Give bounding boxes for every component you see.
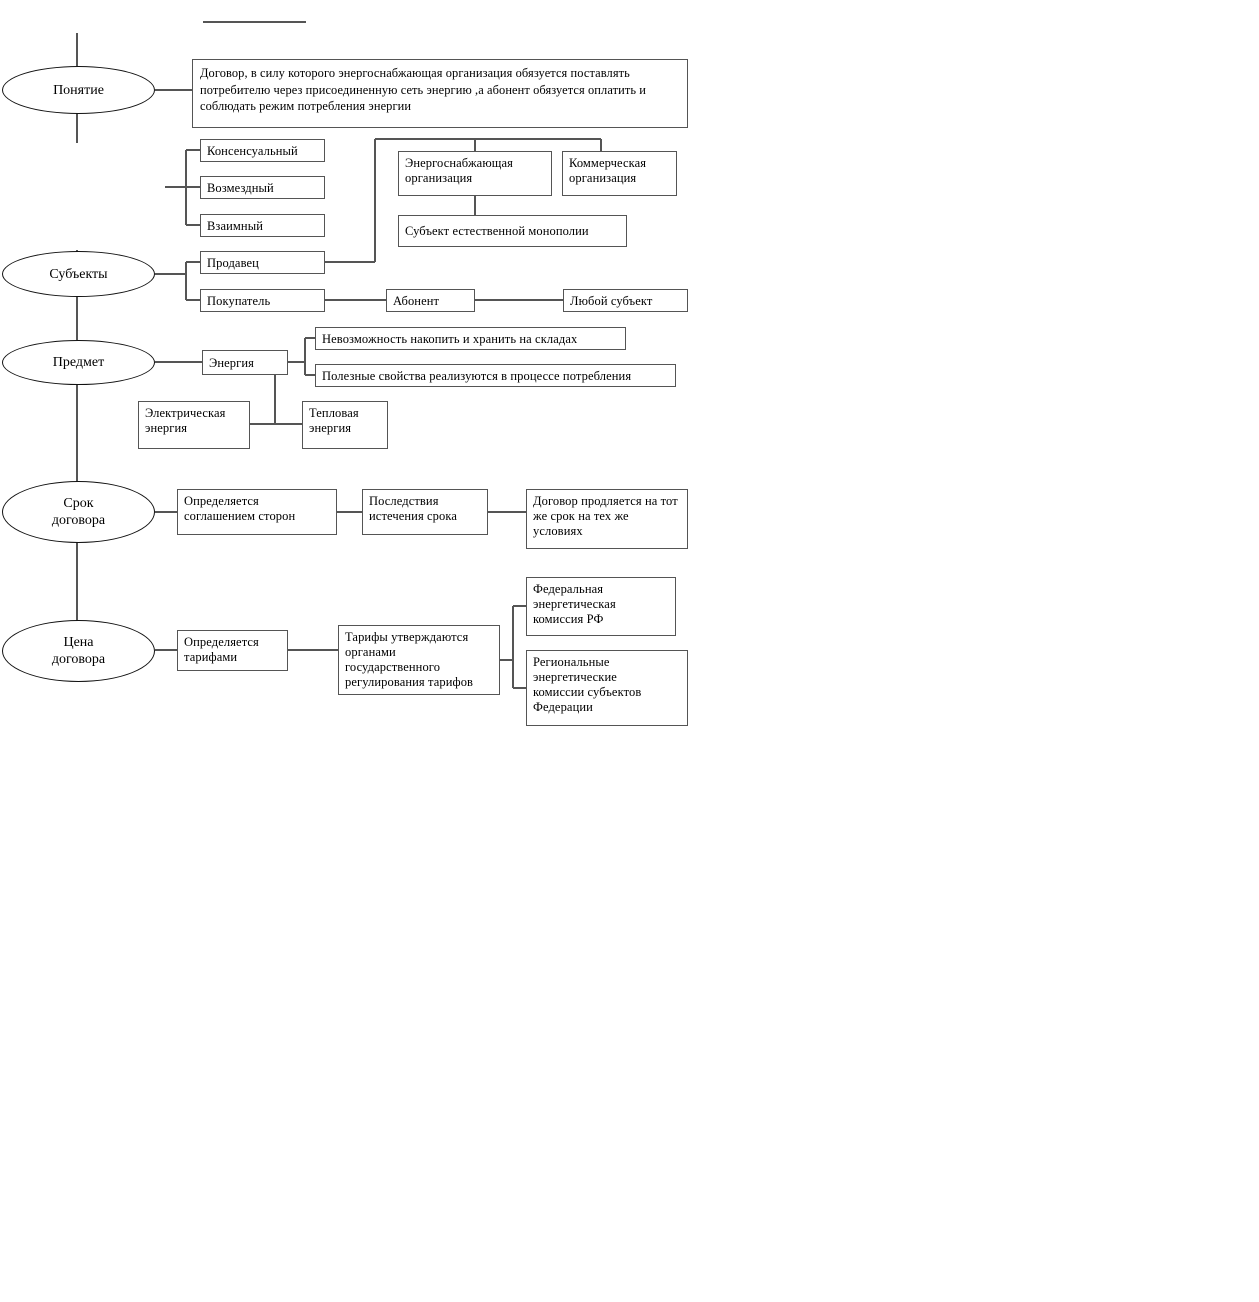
ellipse-cena-dogovora[interactable]: Цена договора bbox=[2, 620, 155, 682]
ellipse-predmet[interactable]: Предмет bbox=[2, 340, 155, 385]
ellipse-ponyatie[interactable]: Понятие bbox=[2, 66, 155, 114]
box-prodavec[interactable]: Продавец bbox=[200, 251, 325, 274]
ellipse-subekty[interactable]: Субъекты bbox=[2, 251, 155, 297]
box-dogovor-prodlyaetsya[interactable]: Договор продляется на тот же срок на тех… bbox=[526, 489, 688, 549]
box-vzaimnyy[interactable]: Взаимный bbox=[200, 214, 325, 237]
box-energiya[interactable]: Энергия bbox=[202, 350, 288, 375]
box-lyuboy-subekt[interactable]: Любой субъект bbox=[563, 289, 688, 312]
box-poleznye-svoystva[interactable]: Полезные свойства реализуются в процессе… bbox=[315, 364, 676, 387]
box-posledstviya-istecheniya-sroka[interactable]: Последствия истечения срока bbox=[362, 489, 488, 535]
ellipse-srok-dogovora[interactable]: Срок договора bbox=[2, 481, 155, 543]
box-opredelyaetsya-tarifami[interactable]: Определяется тарифами bbox=[177, 630, 288, 671]
box-definition[interactable]: Договор, в силу которого энергоснабжающа… bbox=[192, 59, 688, 128]
box-federalnaya-komissiya[interactable]: Федеральная энергетическая комиссия РФ bbox=[526, 577, 676, 636]
box-nevozmozhnost-nakopit[interactable]: Невозможность накопить и хранить на скла… bbox=[315, 327, 626, 350]
box-tarify-utverzhdayutsya[interactable]: Тарифы утверждаются органами государстве… bbox=[338, 625, 500, 695]
box-vozmezdnyy[interactable]: Возмездный bbox=[200, 176, 325, 199]
box-regionalnye-komissii[interactable]: Региональные энергетические комиссии суб… bbox=[526, 650, 688, 726]
box-kommercheskaya-organizaciya[interactable]: Коммерческая организация bbox=[562, 151, 677, 196]
box-pokupatel[interactable]: Покупатель bbox=[200, 289, 325, 312]
title-rule bbox=[203, 21, 306, 23]
box-elektricheskaya-energiya[interactable]: Электрическая энергия bbox=[138, 401, 250, 449]
box-opredelyaetsya-soglasheniem-storon[interactable]: Определяется соглашением сторон bbox=[177, 489, 337, 535]
box-subekt-estestvennoy-monopolii[interactable]: Субъект естественной монополии bbox=[398, 215, 627, 247]
box-abonent[interactable]: Абонент bbox=[386, 289, 475, 312]
box-teplovaya-energiya[interactable]: Тепловая энергия bbox=[302, 401, 388, 449]
box-energosnabzhayushchaya-organizaciya[interactable]: Энергоснабжающая организация bbox=[398, 151, 552, 196]
box-konsensualnyy[interactable]: Консенсуальный bbox=[200, 139, 325, 162]
